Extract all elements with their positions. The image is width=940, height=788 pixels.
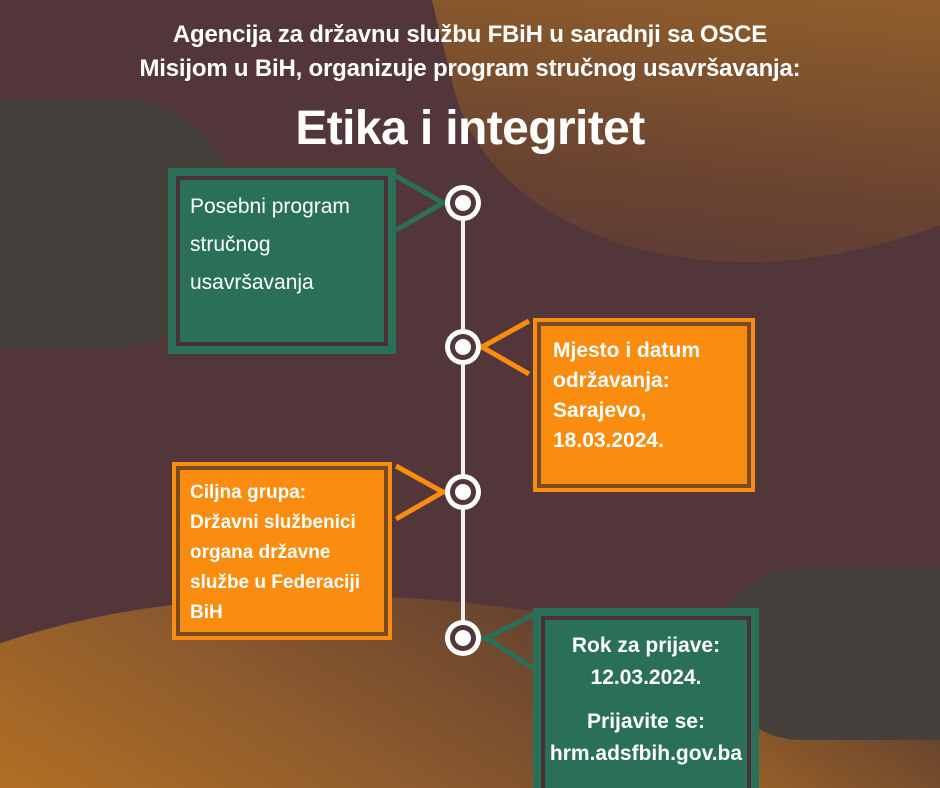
card-target-group-line-3: organa državne bbox=[190, 542, 331, 563]
page-title: Etika i integritet bbox=[295, 102, 645, 155]
card-place-and-date-line-2: održavanja: bbox=[553, 369, 670, 392]
timeline-node-3[interactable] bbox=[445, 474, 481, 510]
header-kicker-line-1: Agencija za državnu službu FBiH u saradn… bbox=[172, 21, 768, 48]
card-deadline: Rok za prijave: 12.03.2024. Prijavite se… bbox=[533, 608, 759, 788]
card-place-and-date-line-3: Sarajevo, bbox=[553, 399, 647, 422]
card-program-line-3: usavršavanja bbox=[190, 271, 314, 294]
card-target-group-line-1: Ciljna grupa: bbox=[190, 482, 307, 503]
card-target-group-line-4: službe u Federaciji bbox=[190, 572, 360, 593]
card-place-and-date: Mjesto i datum održavanja: Sarajevo, 18.… bbox=[533, 318, 755, 492]
timeline-node-1[interactable] bbox=[445, 185, 481, 221]
card-deadline-line-2: 12.03.2024. bbox=[590, 666, 702, 689]
card-deadline-spacer bbox=[547, 694, 745, 706]
card-program-line-1: Posebni program bbox=[190, 195, 350, 218]
connector-card-3 bbox=[394, 463, 449, 522]
timeline-spine bbox=[461, 203, 465, 638]
timeline-node-4[interactable] bbox=[445, 620, 481, 656]
header-kicker-line-2: Misijom u BiH, organizuje program stručn… bbox=[139, 55, 801, 82]
timeline-node-2[interactable] bbox=[445, 329, 481, 365]
application-url[interactable]: hrm.adsfbih.gov.ba bbox=[549, 742, 743, 765]
connector-card-2 bbox=[476, 318, 531, 377]
card-deadline-line-3: Prijavite se: bbox=[587, 710, 705, 733]
header-block: Agencija za državnu službu FBiH u saradn… bbox=[0, 18, 940, 86]
background-swoosh-bottom bbox=[0, 536, 940, 788]
card-target-group-line-5: BiH bbox=[190, 602, 223, 623]
card-place-and-date-line-4: 18.03.2024. bbox=[553, 429, 664, 452]
card-target-group-line-2: Državni službenici bbox=[190, 512, 356, 533]
card-place-and-date-line-1: Mjesto i datum bbox=[553, 339, 701, 362]
card-deadline-line-1: Rok za prijave: bbox=[571, 634, 721, 657]
card-program: Posebni program stručnog usavršavanja bbox=[168, 168, 396, 354]
card-target-group: Ciljna grupa: Državni službenici organa … bbox=[172, 462, 392, 640]
card-program-line-2: stručnog bbox=[190, 233, 271, 256]
connector-card-4 bbox=[480, 612, 535, 671]
connector-card-1 bbox=[394, 173, 449, 233]
